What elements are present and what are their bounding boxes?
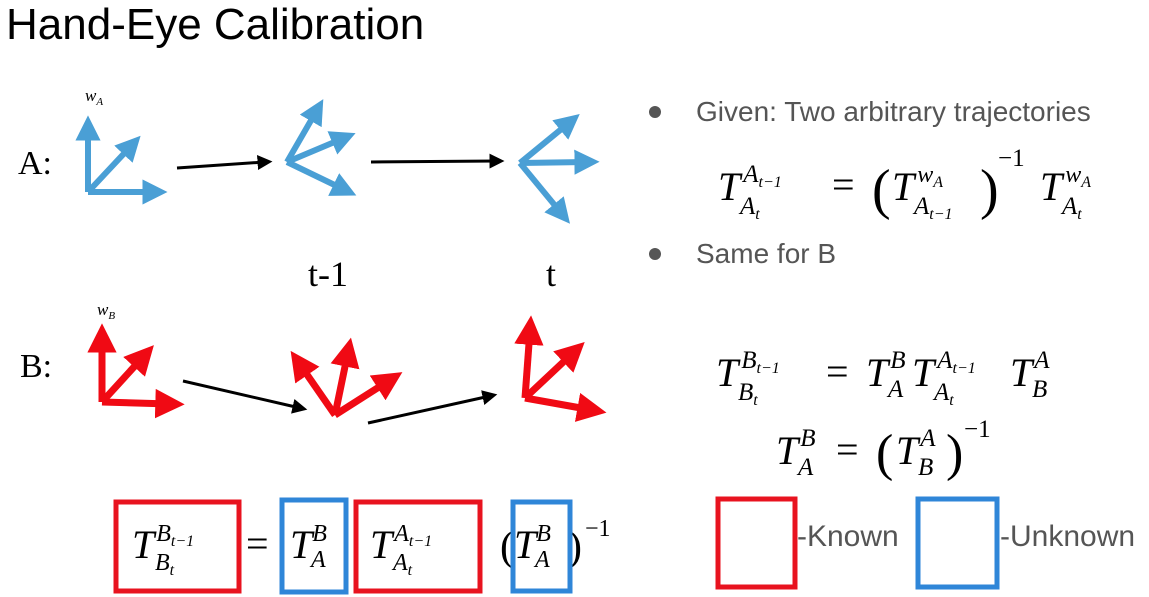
motion-arrow-b2: [367, 390, 498, 425]
frame-b-t: [514, 315, 607, 422]
svg-text:): ): [946, 425, 963, 482]
motion-arrow-a2: [370, 153, 505, 169]
row-b-label: B:: [20, 348, 52, 385]
bullet-dot-1: [649, 106, 661, 118]
svg-text:At: At: [932, 379, 954, 409]
svg-text:B: B: [918, 454, 933, 481]
legend-unknown-label: -Unknown: [1000, 520, 1135, 553]
svg-text:TB: TB: [866, 347, 906, 395]
svg-text:TAt−1: TAt−1: [718, 161, 782, 209]
svg-text:): ): [980, 159, 999, 221]
row-a-label: A:: [18, 145, 52, 182]
svg-text:TB: TB: [776, 425, 816, 473]
svg-text:TBt−1: TBt−1: [716, 347, 780, 395]
known-box-lhs: [113, 499, 242, 594]
unknown-box-2: [510, 499, 573, 594]
svg-text:TA: TA: [1010, 347, 1050, 395]
svg-text:−1: −1: [964, 416, 991, 443]
svg-text:TwA: TwA: [892, 162, 943, 209]
equation-3: TB A = ( TA B ) −1: [776, 416, 991, 482]
bottom-term-ta-sub: At: [391, 550, 413, 579]
legend-unknown-swatch: [915, 496, 1000, 590]
bullet-dot-2: [649, 248, 661, 260]
svg-text:=: =: [832, 162, 855, 207]
bullet-text-2: Same for B: [696, 238, 836, 269]
svg-text:TwA: TwA: [1040, 162, 1091, 209]
svg-text:A: A: [796, 454, 814, 481]
svg-text:At: At: [738, 193, 760, 223]
bullet-text-1: Given: Two arbitrary trajectories: [696, 96, 1091, 127]
svg-text:At−1: At−1: [912, 193, 953, 223]
world-a-label: wA: [85, 86, 103, 108]
svg-text:B: B: [1032, 376, 1047, 403]
unknown-box-1: [279, 497, 349, 595]
bottom-inverse: −1: [585, 516, 611, 542]
bottom-term-tab-2-sub: A: [533, 547, 550, 573]
svg-text:=: =: [836, 427, 859, 472]
frame-a-t: [517, 114, 600, 224]
known-box-rhs: [353, 499, 483, 594]
bottom-equation: TBt−1 Bt = TB A TAt−1 At ( TB A ) −1: [132, 516, 611, 579]
svg-text:(: (: [872, 159, 891, 221]
svg-text:(: (: [876, 425, 893, 482]
svg-text:TAt−1: TAt−1: [912, 347, 976, 395]
bottom-term-t-bt-sub: Bt: [155, 550, 175, 579]
bottom-term-tab-2: TB: [514, 521, 551, 567]
bottom-term-tab-1-sub: A: [309, 547, 326, 573]
time-label-prev: t-1: [308, 254, 348, 294]
frame-a-world: [75, 115, 168, 205]
svg-text:At: At: [1060, 193, 1082, 223]
svg-text:Bt: Bt: [738, 379, 758, 409]
motion-arrow-b1: [182, 379, 308, 414]
svg-text:=: =: [826, 349, 849, 394]
bottom-term-ta: TAt−1: [370, 521, 432, 567]
svg-text:TA: TA: [896, 425, 936, 473]
frame-b-world: [87, 323, 185, 419]
frame-a-t-1: [284, 99, 357, 196]
bottom-term-tab-1: TB: [290, 521, 327, 567]
svg-text:−1: −1: [998, 145, 1025, 172]
world-b-label: wB: [97, 300, 115, 322]
svg-text:A: A: [886, 376, 904, 403]
legend-known-swatch: [715, 496, 798, 590]
time-label-curr: t: [546, 254, 556, 294]
bottom-term-t-bt: TBt−1: [132, 521, 194, 567]
legend-known-label: -Known: [797, 520, 899, 553]
frame-b-t-1: [290, 337, 403, 418]
motion-arrow-a1: [176, 155, 273, 170]
bottom-equals: =: [246, 521, 269, 566]
page-title: Hand-Eye Calibration: [6, 0, 425, 49]
